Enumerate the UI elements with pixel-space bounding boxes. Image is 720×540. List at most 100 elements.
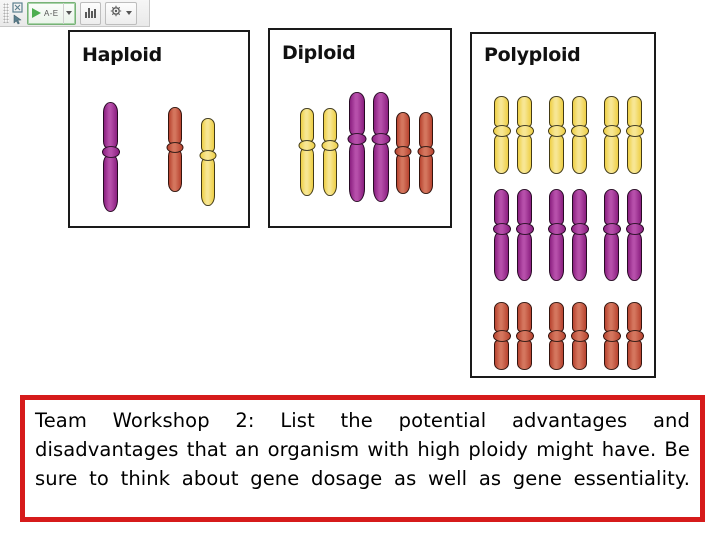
chromosome-purple [371, 92, 391, 202]
chromosome-centromere [166, 141, 184, 153]
chromosome-yellow [547, 96, 566, 174]
workshop-callout-box: Team Workshop 2: List the potential adva… [20, 395, 705, 522]
play-button[interactable]: A-E [28, 3, 63, 24]
chromosome-arm-bottom [494, 232, 509, 281]
chromosome-arm-top [323, 108, 337, 142]
gear-icon [110, 4, 122, 22]
chromosome-arm-bottom [300, 148, 314, 196]
chromosome-arm-top [572, 189, 587, 226]
chromosome-arm-bottom [323, 148, 337, 196]
chromosome-arm-bottom [517, 339, 532, 370]
mini-button-column [11, 1, 24, 25]
chromosome-centromere [417, 145, 435, 157]
chevron-down-icon [125, 11, 132, 15]
chromosome-arm-bottom [604, 232, 619, 281]
chromosome-centromere [394, 145, 412, 157]
toolbar: A-E [0, 0, 150, 27]
chromosome-arm-bottom [627, 134, 642, 174]
chromosome-arm-top [627, 302, 642, 333]
chromosome-yellow [199, 118, 217, 206]
settings-button-group[interactable] [104, 1, 137, 25]
chromosome-purple [492, 189, 511, 281]
chromosome-arm-top [419, 112, 433, 148]
chromosome-arm-bottom [572, 232, 587, 281]
expand-icon[interactable] [11, 1, 24, 13]
workshop-text: Team Workshop 2: List the potential adva… [35, 409, 690, 490]
chromosome-centromere [625, 125, 644, 137]
chromosome-arm-bottom [419, 154, 433, 194]
chromosome-centromere [602, 223, 621, 235]
chromosome-centromere [199, 149, 217, 161]
chromosome-centromere [371, 133, 391, 145]
chromosome-yellow [492, 96, 511, 174]
chromosome-area-haploid [70, 32, 248, 226]
chromosome-centromere [547, 223, 566, 235]
chromosome-red [547, 302, 566, 370]
chromosome-arm-top [494, 189, 509, 226]
chromosome-centromere [492, 223, 511, 235]
chromosome-red [417, 112, 435, 194]
chromosome-arm-bottom [396, 154, 410, 194]
chromosome-centromere [298, 139, 316, 151]
chromosome-arm-bottom [604, 339, 619, 370]
chromosome-arm-bottom [494, 339, 509, 370]
panel-title-haploid: Haploid [82, 44, 162, 66]
chromosome-centromere [321, 139, 339, 151]
chromosome-arm-bottom [572, 339, 587, 370]
chromosome-arm-top [494, 96, 509, 128]
settings-button[interactable] [106, 3, 136, 24]
chromosome-centromere [101, 146, 120, 158]
pointer-icon[interactable] [11, 14, 24, 25]
panel-polyploid: Polyploid [470, 32, 656, 378]
bar-chart-icon [84, 8, 96, 18]
play-dropdown-button[interactable] [62, 2, 75, 24]
chromosome-centromere [492, 330, 511, 342]
chromosome-arm-bottom [517, 232, 532, 281]
chromosome-purple [625, 189, 644, 281]
chromosome-arm-top [517, 96, 532, 128]
chromosome-centromere [347, 133, 367, 145]
play-button-group[interactable]: A-E [27, 1, 76, 25]
drag-grip-icon[interactable] [3, 3, 9, 23]
chromosome-arm-top [627, 96, 642, 128]
chromosome-arm-top [103, 102, 118, 149]
chromosome-centromere [515, 330, 534, 342]
chromosome-red [166, 107, 184, 192]
chromosome-centromere [625, 330, 644, 342]
chromosome-arm-bottom [549, 134, 564, 174]
chromosome-yellow [602, 96, 621, 174]
chromosome-arm-top [396, 112, 410, 148]
chromosome-centromere [602, 125, 621, 137]
chromosome-arm-bottom [494, 134, 509, 174]
chromosome-red [394, 112, 412, 194]
chromosome-centromere [547, 125, 566, 137]
chromosome-centromere [492, 125, 511, 137]
play-icon [32, 8, 41, 18]
chromosome-red [515, 302, 534, 370]
chromosome-arm-top [549, 302, 564, 333]
chromosome-arm-top [604, 189, 619, 226]
chevron-down-icon [66, 11, 73, 15]
chromosome-centromere [570, 223, 589, 235]
play-button-label: A-E [44, 8, 59, 18]
chromosome-red [570, 302, 589, 370]
chart-button-group[interactable] [79, 1, 101, 25]
chromosome-arm-bottom [373, 142, 389, 202]
chromosome-yellow [298, 108, 316, 196]
chart-button[interactable] [81, 3, 100, 24]
chromosome-arm-top [300, 108, 314, 142]
chromosome-arm-bottom [549, 339, 564, 370]
chromosome-arm-top [604, 96, 619, 128]
chromosome-red [602, 302, 621, 370]
chromosome-arm-top [604, 302, 619, 333]
chromosome-arm-bottom [517, 134, 532, 174]
chromosome-arm-top [572, 96, 587, 128]
chromosome-arm-top [572, 302, 587, 333]
panel-haploid: Haploid [68, 30, 250, 228]
chromosome-arm-top [627, 189, 642, 226]
chromosome-purple [515, 189, 534, 281]
chromosome-arm-top [549, 189, 564, 226]
chromosome-purple [347, 92, 367, 202]
chromosome-purple [602, 189, 621, 281]
chromosome-arm-top [549, 96, 564, 128]
